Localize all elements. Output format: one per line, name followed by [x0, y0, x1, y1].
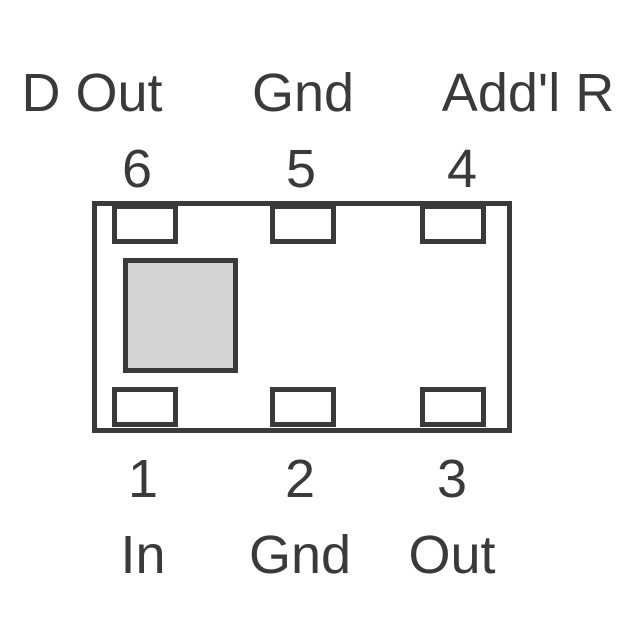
pin-1-number: 1	[127, 449, 159, 509]
pad-1	[112, 387, 178, 427]
pad-2	[270, 387, 336, 427]
pin-2-label: Gnd	[248, 525, 352, 585]
pin-3-number: 3	[436, 449, 468, 509]
die-pad	[123, 258, 238, 373]
pin-4-number: 4	[446, 139, 478, 199]
pin-1-label: In	[120, 525, 166, 585]
pin-2-number: 2	[284, 449, 316, 509]
pin-6-number: 6	[121, 139, 153, 199]
pin-4-label: Add'l R	[441, 63, 615, 123]
pin-5-number: 5	[285, 139, 317, 199]
pad-3	[420, 387, 486, 427]
pad-6	[112, 204, 178, 244]
pad-4	[420, 204, 486, 244]
pin-3-label: Out	[408, 525, 496, 585]
pad-5	[270, 204, 336, 244]
pin-5-label: Gnd	[251, 63, 355, 123]
pin-6-label: D Out	[21, 63, 163, 123]
